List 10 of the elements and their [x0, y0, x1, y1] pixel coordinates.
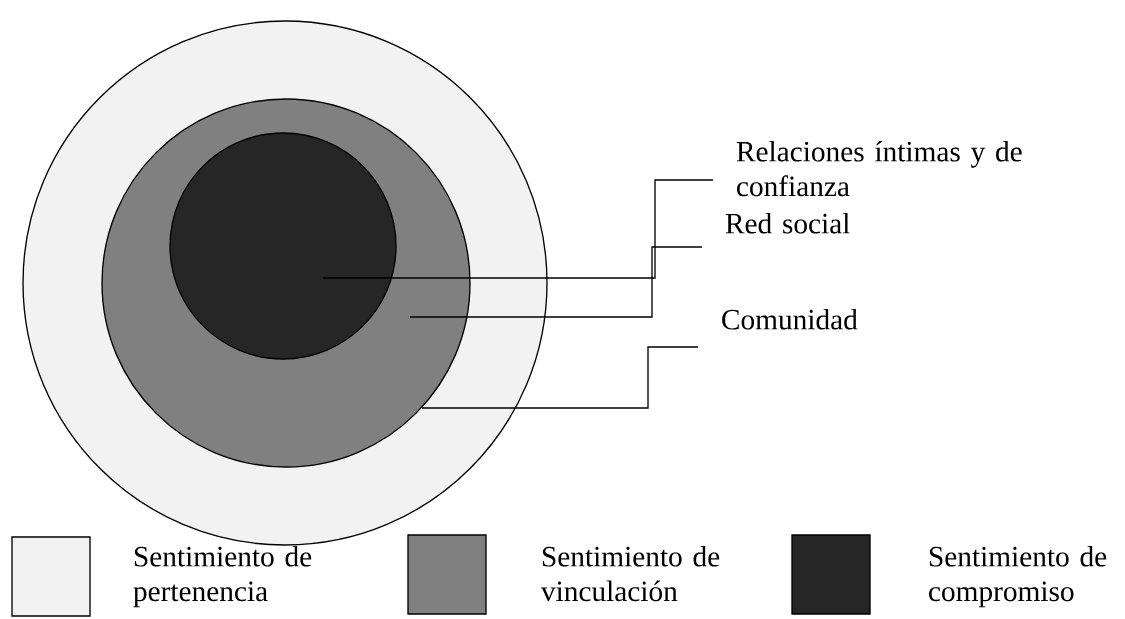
legend-label: Sentimiento de compromiso — [929, 545, 1107, 608]
leader-text: Red social — [725, 212, 850, 234]
leader-line — [409, 246, 703, 318]
legend-label: Sentimiento de vinculación — [540, 545, 720, 602]
leader-line — [421, 346, 699, 409]
legend-label: Sentimiento de pertenencia — [133, 545, 312, 608]
leader-text: Relaciones íntimas y de confianza — [736, 140, 1022, 197]
leader-text: Comunidad — [722, 308, 858, 330]
leader-line — [322, 179, 714, 279]
disc — [169, 132, 397, 360]
